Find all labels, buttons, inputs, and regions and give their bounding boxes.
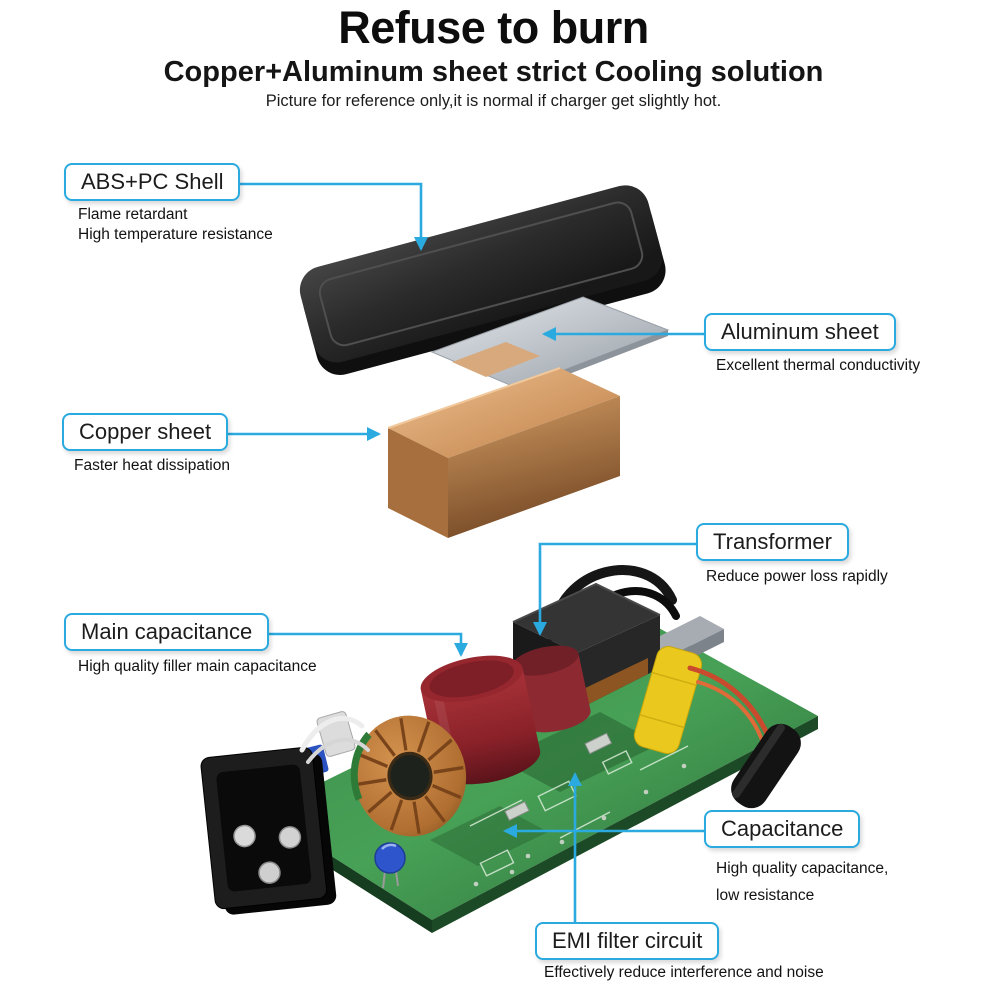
callout-capacitance: Capacitance (704, 810, 861, 848)
callout-line-main-capacitance (180, 632, 468, 657)
abs-shell-graphic (299, 185, 666, 375)
transformer-desc: Reduce power loss rapidly (706, 567, 888, 587)
callout-emi-filter: EMI filter circuit (535, 922, 720, 960)
emi-filter-desc: Effectively reduce interference and nois… (544, 963, 824, 983)
abs-shell-desc: Flame retardant High temperature resista… (78, 205, 273, 245)
desc-line: Reduce power loss rapidly (706, 568, 888, 585)
desc-line: High quality filler main capacitance (78, 658, 317, 675)
callout-line-abs-shell (200, 182, 428, 251)
page-note: Picture for reference only,it is normal … (265, 92, 722, 110)
desc-line: Faster heat dissipation (74, 457, 230, 474)
desc-line: Effectively reduce interference and nois… (544, 964, 824, 981)
callout-main-capacitance: Main capacitance (64, 613, 270, 651)
callout-aluminum-sheet: Aluminum sheet (704, 313, 896, 351)
desc-line: Flame retardant (78, 206, 188, 223)
copper-sheet-desc: Faster heat dissipation (74, 456, 230, 476)
desc-line: Excellent thermal conductivity (716, 357, 921, 374)
aluminum-sheet-desc: Excellent thermal conductivity (716, 356, 920, 376)
page-title: Refuse to burn (338, 2, 649, 53)
callout-copper-sheet: Copper sheet (62, 413, 229, 451)
toroid-inductor-graphic (350, 715, 467, 837)
callout-abs-shell: ABS+PC Shell (64, 163, 241, 201)
callout-transformer: Transformer (696, 523, 849, 561)
desc-line: low resistance (716, 887, 815, 904)
yellow-capacitor-graphic (633, 646, 703, 754)
capacitance-desc: High quality capacitance, low resistance (716, 855, 888, 909)
wires-graphic (299, 665, 771, 764)
desc-line: High temperature resistance (78, 226, 273, 243)
copper-sheet-graphic (387, 367, 620, 538)
page-subtitle: Copper+Aluminum sheet strict Cooling sol… (163, 56, 824, 88)
desc-line: High quality capacitance, (716, 860, 889, 877)
output-cable-graphic (731, 723, 801, 809)
callout-line-transformer (533, 542, 770, 636)
main-capacitance-desc: High quality filler main capacitance (78, 657, 317, 677)
ac-inlet-graphic (200, 746, 337, 915)
